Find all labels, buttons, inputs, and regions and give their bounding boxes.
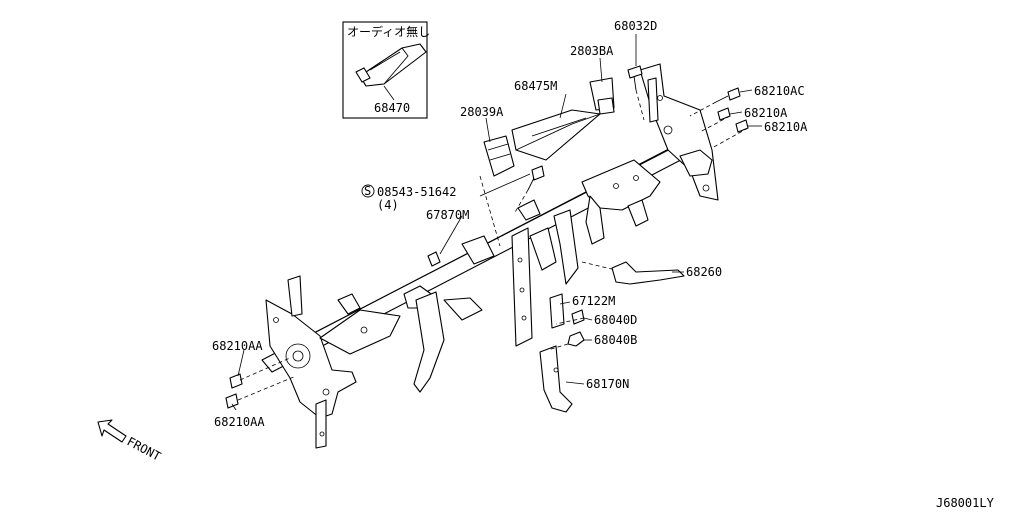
callout-2803BA: 2803BA [570, 44, 614, 58]
callout-68210AA-1: 68210AA [212, 339, 263, 353]
clip-cluster [461, 199, 541, 265]
center-stay-vertical [511, 209, 579, 347]
callout-68260: 68260 [686, 265, 722, 279]
bracket-67122M [549, 293, 565, 329]
callout-68210A-1: 68210A [744, 106, 788, 120]
callout-68040D: 68040D [594, 313, 637, 327]
pedal-stay-left [413, 291, 483, 393]
callout-08543-qty: (4) [377, 198, 399, 212]
bolt-68040D [571, 309, 585, 325]
bolt-68210A-2 [735, 119, 749, 133]
inset-box: オーディオ無し 68470 [342, 21, 430, 119]
callout-08543-51642: 08543-51642 [377, 185, 456, 199]
clip-67870M [427, 251, 441, 267]
front-indicator: FRONT [97, 419, 163, 464]
right-side-bracket [639, 63, 719, 201]
stay-68170N [539, 345, 573, 413]
leader-lines [231, 34, 762, 411]
left-side-bracket [265, 275, 357, 449]
bolt-68032D [627, 65, 643, 91]
part-68470-drawing [355, 43, 427, 87]
callout-67122M: 67122M [572, 294, 615, 308]
screw-symbol-letter: S [364, 184, 371, 198]
screw-08543-51642 [527, 165, 545, 191]
callout-68475M: 68475M [514, 79, 557, 93]
center-bracket-upper [581, 159, 661, 245]
assembly-lines [237, 89, 749, 401]
nut-68040B [567, 331, 585, 347]
callout-28039A: 28039A [460, 105, 504, 119]
callout-67870M: 67870M [426, 208, 469, 222]
callout-08543-group: S 08543-51642 (4) [361, 184, 456, 212]
callout-68210AA-2: 68210AA [214, 415, 265, 429]
diagram-id: J68001LY [936, 496, 995, 510]
callout-68470: 68470 [374, 101, 410, 115]
inset-title: オーディオ無し [347, 24, 430, 39]
front-arrow-icon [97, 419, 127, 443]
bolt-68210AC [715, 87, 741, 103]
callout-68210AC: 68210AC [754, 84, 805, 98]
audio-bracket-68475M [511, 109, 601, 161]
steering-column-bracket [319, 285, 435, 355]
front-label: FRONT [125, 434, 163, 463]
callout-68170N: 68170N [586, 377, 629, 391]
bolt-68210A-1 [717, 107, 731, 121]
bracket-68260 [611, 261, 685, 285]
callout-labels: 68032D 2803BA 68475M 68210AC 68210A 6821… [212, 19, 808, 429]
screw-symbol-icon [361, 184, 375, 198]
callout-68040B: 68040B [594, 333, 637, 347]
bolt-68210AA-1 [229, 373, 243, 389]
bolt-68210AA-2 [225, 393, 239, 409]
callout-68032D: 68032D [614, 19, 657, 33]
bracket-28039A [483, 135, 515, 177]
callout-68210A-2: 68210A [764, 120, 808, 134]
bracket-2803BA [589, 77, 615, 115]
